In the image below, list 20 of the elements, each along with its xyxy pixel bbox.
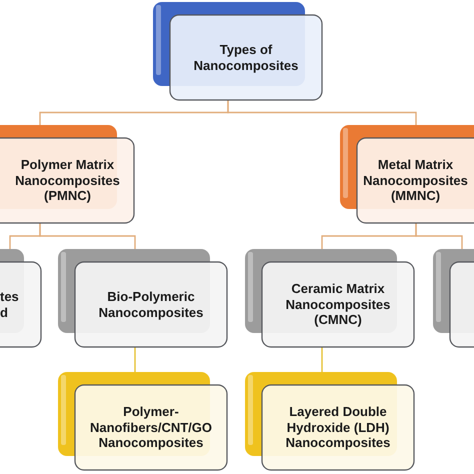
node-label: Ceramic Matrix Nanocomposites (CMNC) — [284, 280, 392, 328]
node-label: tes d — [0, 288, 20, 320]
connector-line — [321, 347, 323, 372]
node-label: Bio-Polymeric Nanocomposites — [98, 288, 204, 320]
node-label: Polymer-Nanofibers/CNT/GO Nanocomposites — [88, 404, 214, 452]
layered-box — [0, 125, 134, 223]
connector-line — [227, 100, 417, 125]
layered-box — [245, 372, 414, 470]
connector-line — [39, 223, 136, 249]
node-label: Layered Double Hydroxide (LDH) Nanocomposites — [284, 404, 392, 452]
layered-box — [58, 372, 227, 470]
node-label: Metal Matrix Nanocomposites (MMNC) — [362, 156, 469, 204]
layered-box — [153, 2, 322, 100]
layered-box — [340, 125, 474, 223]
layered-box — [58, 249, 227, 347]
layered-box — [245, 249, 414, 347]
node-label: Types of Nanocomposites — [192, 42, 300, 74]
connector-line — [134, 347, 136, 372]
connector-line — [415, 223, 463, 249]
node-label: Polymer Matrix Nanocomposites (PMNC) — [14, 156, 121, 204]
